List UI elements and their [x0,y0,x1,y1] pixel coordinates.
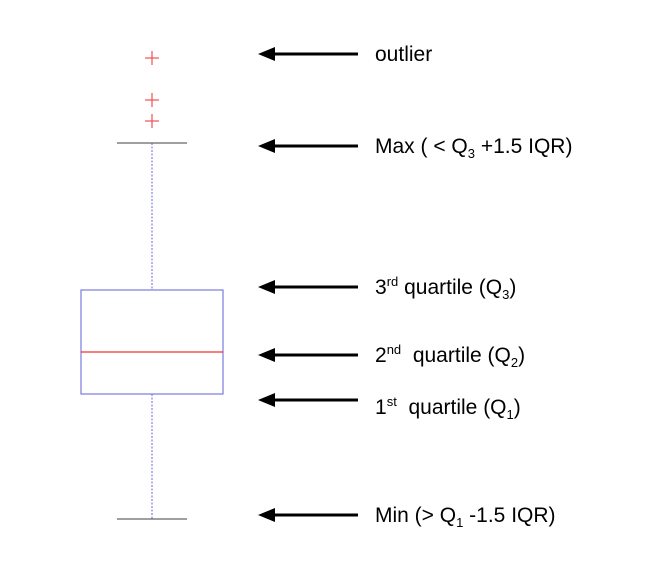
iqr-box [80,289,224,395]
arrow-outlier [258,47,358,61]
arrow-q1 [258,393,358,407]
outlier-marker [145,93,159,107]
outlier-marker [145,51,159,65]
arrow-max [258,139,358,153]
label-min: Min (> Q1 -1.5 IQR) [375,504,556,531]
label-q2: 2nd quartile (Q2) [375,342,526,371]
label-max: Max ( < Q3 +1.5 IQR) [375,135,573,162]
arrow-q2 [258,348,358,362]
arrow-min [258,508,358,522]
arrow-q3 [258,280,358,294]
outlier-marker [145,114,159,128]
label-q3: 3rd quartile (Q3) [375,274,517,303]
label-outlier: outlier [375,43,433,66]
label-q1: 1st quartile (Q1) [375,394,521,423]
